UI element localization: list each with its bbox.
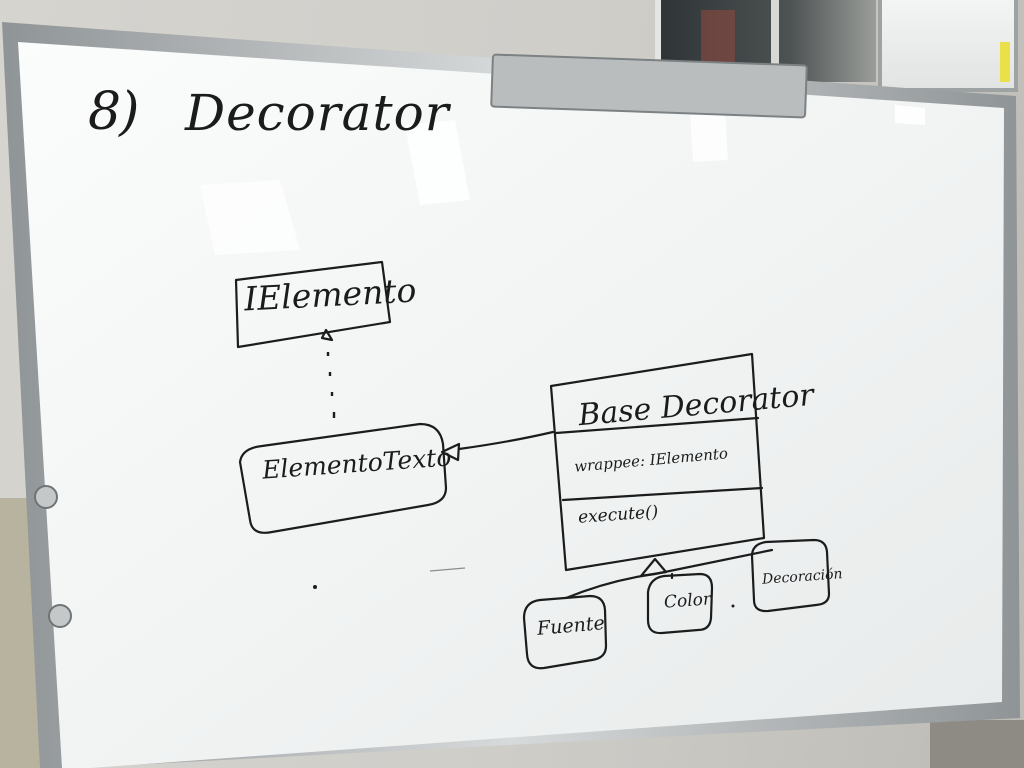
paper-clip-bar [490,53,808,119]
board-stand-right [930,720,1024,768]
heading-number: 8) [88,82,139,142]
subclass-color: Color [663,589,712,613]
hollow-arrowhead [320,328,334,342]
interface-box [234,260,392,349]
inheritance-line [564,548,774,600]
bolt-icon [48,604,72,628]
background-whiteboard [878,0,1018,92]
decorator-divider [561,486,764,502]
subclass-box [646,572,714,635]
board-surface [18,42,1004,768]
decorator-box [549,352,766,572]
concrete-box [238,422,448,534]
subclass-box [522,594,608,670]
decorator-divider [554,416,760,435]
association-line [457,430,555,451]
sticky-note [1000,42,1010,82]
subclass-box [750,538,831,613]
bolt-icon [34,485,58,509]
hollow-arrowhead [440,442,461,462]
heading-title: Decorator [185,84,450,142]
